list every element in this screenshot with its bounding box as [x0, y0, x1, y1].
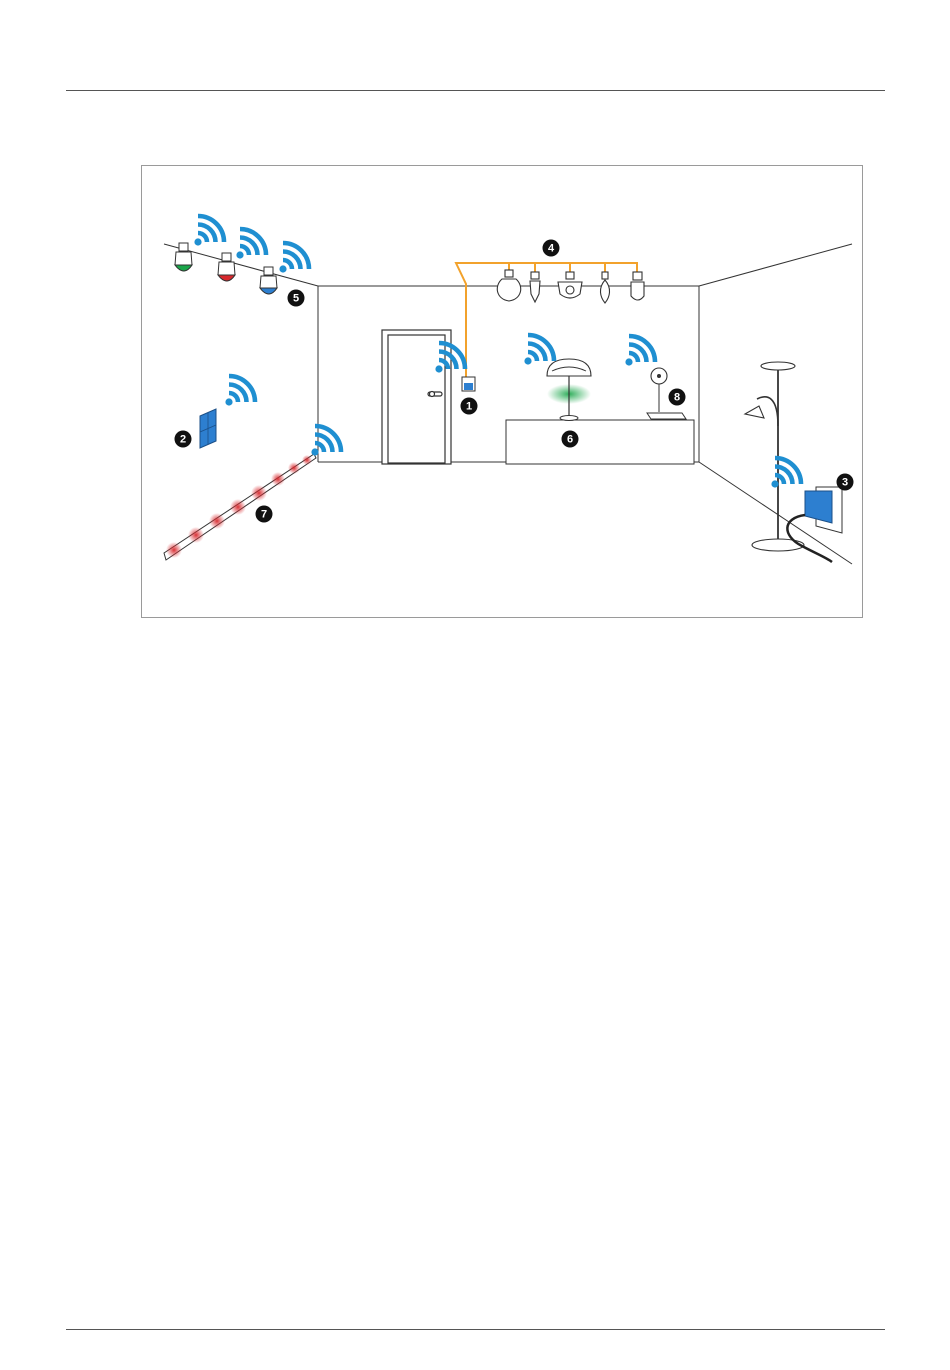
callout-7-label: 7: [261, 509, 267, 521]
wifi-icon: [236, 229, 266, 259]
wifi-icon: [194, 216, 224, 246]
wifi-icon: [625, 336, 655, 366]
callout-4: 4: [543, 240, 560, 257]
bulb-flame: [600, 272, 609, 303]
callout-6: 6: [562, 431, 579, 448]
color-bulbs: [175, 243, 277, 294]
wifi-icon: [771, 458, 801, 488]
bulb-red: [218, 253, 235, 281]
callout-7: 7: [256, 506, 273, 523]
callout-5: 5: [288, 290, 305, 307]
smart-home-diagram: 1 2 3 4 5 6 7 8: [141, 165, 863, 618]
wifi-icons: [194, 216, 801, 488]
footer-rule: [66, 1329, 885, 1330]
wifi-icon: [524, 335, 554, 365]
callout-4-label: 4: [548, 243, 555, 255]
callout-2-label: 2: [180, 434, 186, 446]
smart-plug-3: [787, 487, 842, 562]
bulb-spot: [558, 272, 582, 298]
wifi-icon: [311, 426, 341, 456]
bulb-globe: [631, 272, 644, 300]
callout-3: 3: [837, 474, 854, 491]
wifi-icon: [279, 243, 309, 273]
floor-lamp: [745, 362, 804, 551]
ceiling-wiring: [456, 263, 638, 379]
callout-5-label: 5: [293, 293, 299, 305]
wall-panel-2: [200, 409, 216, 448]
callout-1-label: 1: [466, 401, 472, 413]
sideboard: [506, 420, 694, 464]
bulb-candle: [530, 272, 540, 302]
header-rule: [66, 90, 885, 91]
table-lamp-6: [547, 359, 591, 421]
callout-2: 2: [175, 431, 192, 448]
led-strip-7: [164, 454, 316, 560]
callout-3-label: 3: [842, 477, 848, 489]
wall-switch-1: [462, 377, 475, 391]
callout-1: 1: [461, 398, 478, 415]
callout-6-label: 6: [567, 434, 573, 446]
callout-8-label: 8: [674, 392, 680, 404]
callout-8: 8: [669, 389, 686, 406]
bulb-classic: [497, 270, 520, 301]
wifi-icon: [225, 376, 255, 406]
